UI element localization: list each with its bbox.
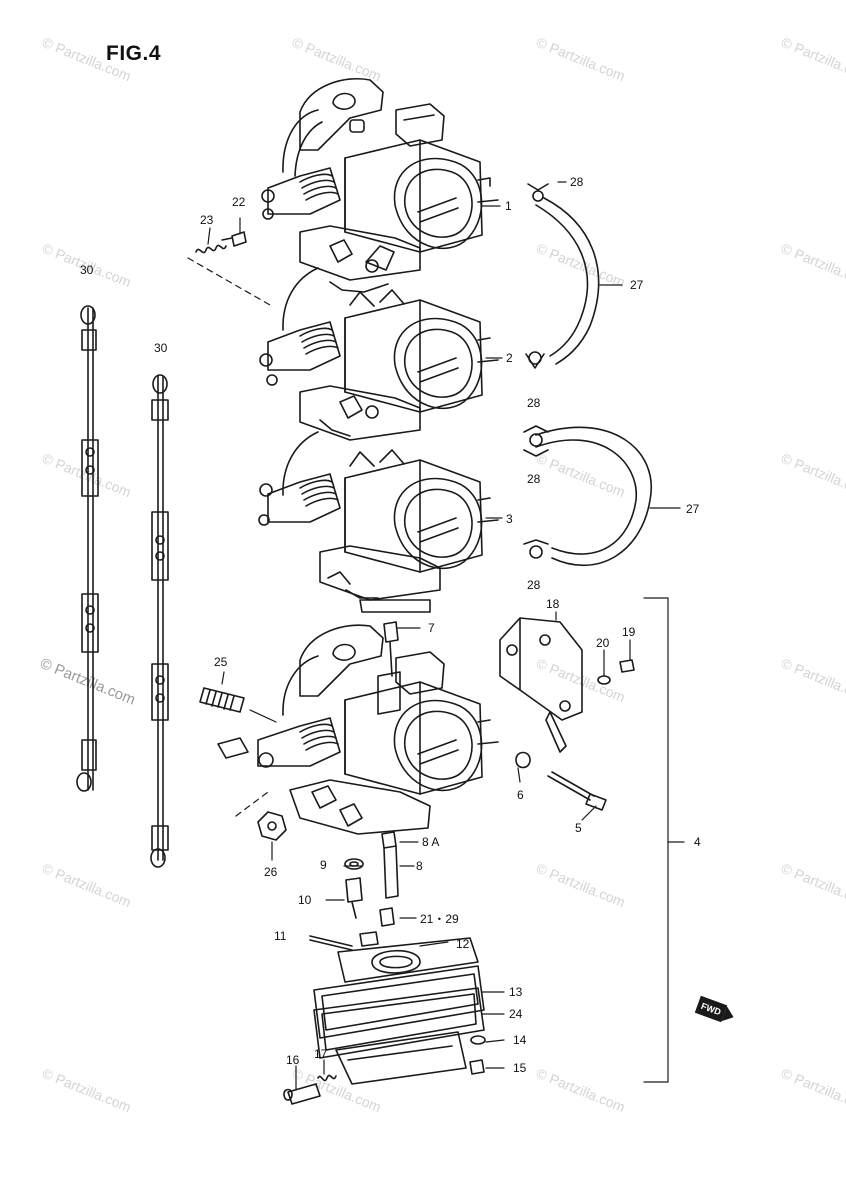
fuel-hoses <box>523 183 653 567</box>
callout-20: 20 <box>596 636 610 650</box>
figure-title: FIG.4 <box>106 42 162 65</box>
small-parts <box>195 231 635 1105</box>
callout-13: 13 <box>509 985 523 999</box>
callout-28: 28 <box>527 396 541 410</box>
callout-6: 6 <box>517 788 524 802</box>
callout-5: 5 <box>575 821 582 835</box>
callout-3: 3 <box>506 512 513 526</box>
callout-30: 30 <box>80 263 94 277</box>
callout-14: 14 <box>513 1033 527 1047</box>
callout-17: 17 <box>314 1047 328 1061</box>
callout-28: 28 <box>570 175 584 189</box>
carburetor-3 <box>258 431 499 613</box>
leader-lines <box>187 181 685 1091</box>
carburetor-2 <box>259 267 499 441</box>
carburetor-1 <box>261 78 499 293</box>
callout-9: 9 <box>320 858 327 872</box>
callout-25: 25 <box>214 655 228 669</box>
callout-4: 4 <box>694 835 701 849</box>
callout-27: 27 <box>686 502 700 516</box>
callout-10: 10 <box>298 893 312 907</box>
callout-19: 19 <box>622 625 636 639</box>
callout-18: 18 <box>546 597 560 611</box>
callout-24: 24 <box>509 1007 523 1021</box>
callout-1: 1 <box>505 199 512 213</box>
callout-30: 30 <box>154 341 168 355</box>
callout-22: 22 <box>232 195 246 209</box>
callout-2: 2 <box>506 351 513 365</box>
callout-26: 26 <box>264 865 278 879</box>
callout-7: 7 <box>428 621 435 635</box>
callout-28: 28 <box>527 578 541 592</box>
callout-21-29: 21・29 <box>420 912 459 926</box>
linkage-rods <box>76 305 169 868</box>
callout-8a: 8 A <box>422 835 440 849</box>
callout-12: 12 <box>456 937 470 951</box>
callout-28: 28 <box>527 472 541 486</box>
callout-27: 27 <box>630 278 644 292</box>
callout-23: 23 <box>200 213 214 227</box>
callout-11: 11 <box>274 929 287 943</box>
callout-15: 15 <box>513 1061 527 1075</box>
callout-8: 8 <box>416 859 423 873</box>
callout-16: 16 <box>286 1053 300 1067</box>
carburetor-4 <box>217 624 499 1085</box>
